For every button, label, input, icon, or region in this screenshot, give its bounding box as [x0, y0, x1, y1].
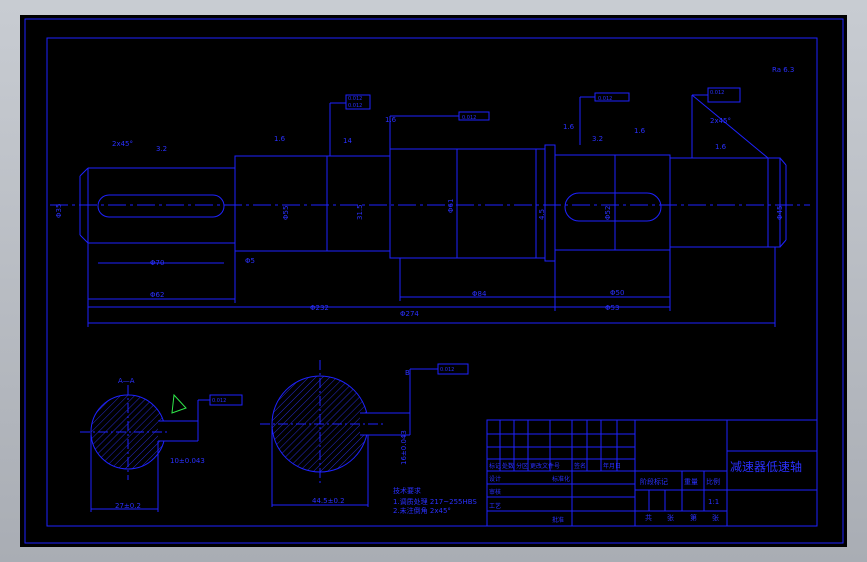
tb-sign: 签名 [574, 462, 586, 470]
keyway-right [564, 192, 662, 222]
tolerance-frames [329, 87, 769, 159]
dim-d-body: Φ61 [447, 199, 455, 213]
dim-key-len2: Φ50 [610, 289, 624, 297]
section-b [260, 360, 469, 507]
drawing-svg: Ra 6.3 Φ274 Φ232 Φ53 Φ84 Φ70 Φ50 Φ62 Φ5 … [24, 18, 844, 544]
section-a-label: A—A [118, 377, 135, 385]
tb-page-unit: 张 [712, 513, 719, 522]
notes-title: 技术要求 [393, 486, 421, 495]
surface-finish-note: Ra 6.3 [772, 66, 794, 74]
dim-d-journal: Φ52 [604, 206, 612, 220]
tb-scale: 比例 [706, 477, 720, 486]
tb-stage: 阶段标记 [640, 477, 668, 486]
tb-scale-value: 1:1 [708, 498, 719, 506]
tol-3: 0.012 [462, 115, 476, 121]
dim-key-b: 14 [343, 137, 352, 145]
tb-marker: 标记 [489, 462, 501, 470]
section-a [80, 385, 243, 512]
tb-check: 审核 [489, 488, 501, 496]
ra-7: 1.6 [634, 127, 646, 135]
section-b-dim2: 16±0.043 [400, 430, 408, 465]
tol-1: 0.012 [348, 96, 362, 102]
tol-7: 0.012 [440, 367, 454, 373]
tb-total: 共 [645, 513, 652, 522]
dim-key-depth: 31.5 [356, 204, 364, 220]
dim-d-left: Φ35 [55, 204, 63, 218]
dim-shoulder: Φ62 [150, 291, 164, 299]
ra-3: 1.6 [385, 116, 397, 124]
dim-mid-len: Φ84 [472, 290, 487, 298]
ra-6: 1.6 [715, 143, 727, 151]
dim-key-len1: Φ70 [150, 259, 164, 267]
dim-chamfer-right: 2x45° [710, 117, 731, 125]
tol-4: 0.012 [598, 96, 612, 102]
dim-chamfer-left: 2x45° [112, 140, 133, 148]
inner-border [46, 37, 818, 527]
drawing-canvas[interactable]: Ra 6.3 Φ274 Φ232 Φ53 Φ84 Φ70 Φ50 Φ62 Φ5 … [20, 15, 847, 547]
notes-line2: 2.未注倒角 2x45° [393, 506, 451, 515]
dim-d-center: Φ55 [282, 206, 290, 220]
tb-std: 标准化 [552, 475, 570, 483]
dim-seg-left: Φ232 [310, 304, 329, 312]
ra-1: 3.2 [156, 145, 167, 153]
tb-doc: 更改文件号 [530, 462, 560, 470]
keyway-left [97, 194, 225, 218]
tol-2: 0.012 [348, 103, 362, 109]
ra-5: 3.2 [592, 135, 603, 143]
notes-line1: 1.调质处理 217~255HBS [393, 497, 477, 506]
drawing-title: 减速器低速轴 [730, 459, 802, 474]
tb-approve: 批准 [552, 516, 564, 524]
dim-d-right: Φ45 [776, 206, 784, 220]
section-a-dim1: 27±0.2 [115, 502, 141, 510]
section-a-dim2: 10±0.043 [170, 457, 205, 465]
section-b-label: B [405, 369, 410, 377]
tb-date: 年月日 [603, 462, 621, 470]
tb-count: 处数 [502, 462, 514, 470]
tb-zone: 分区 [516, 462, 528, 470]
dim-small: Φ5 [245, 257, 255, 265]
dim-seg-right: Φ53 [605, 304, 619, 312]
tb-weight: 重量 [684, 478, 698, 486]
title-block [486, 419, 818, 527]
shaft-outline [79, 144, 787, 262]
section-b-dim1: 44.5±0.2 [312, 497, 345, 505]
outer-border [24, 18, 844, 544]
ra-4: 1.6 [563, 123, 575, 131]
tb-craft: 工艺 [489, 502, 501, 510]
tb-sheet-unit: 张 [667, 513, 674, 522]
dim-overall: Φ274 [400, 310, 419, 318]
tol-5: 0.012 [710, 90, 724, 96]
bottom-dimensions [87, 243, 776, 327]
tb-design: 设计 [489, 475, 501, 483]
ra-2: 1.6 [274, 135, 286, 143]
tb-page: 第 [690, 513, 697, 522]
tol-6: 0.012 [212, 398, 226, 404]
dim-key-depth2: 4.5 [538, 209, 546, 220]
